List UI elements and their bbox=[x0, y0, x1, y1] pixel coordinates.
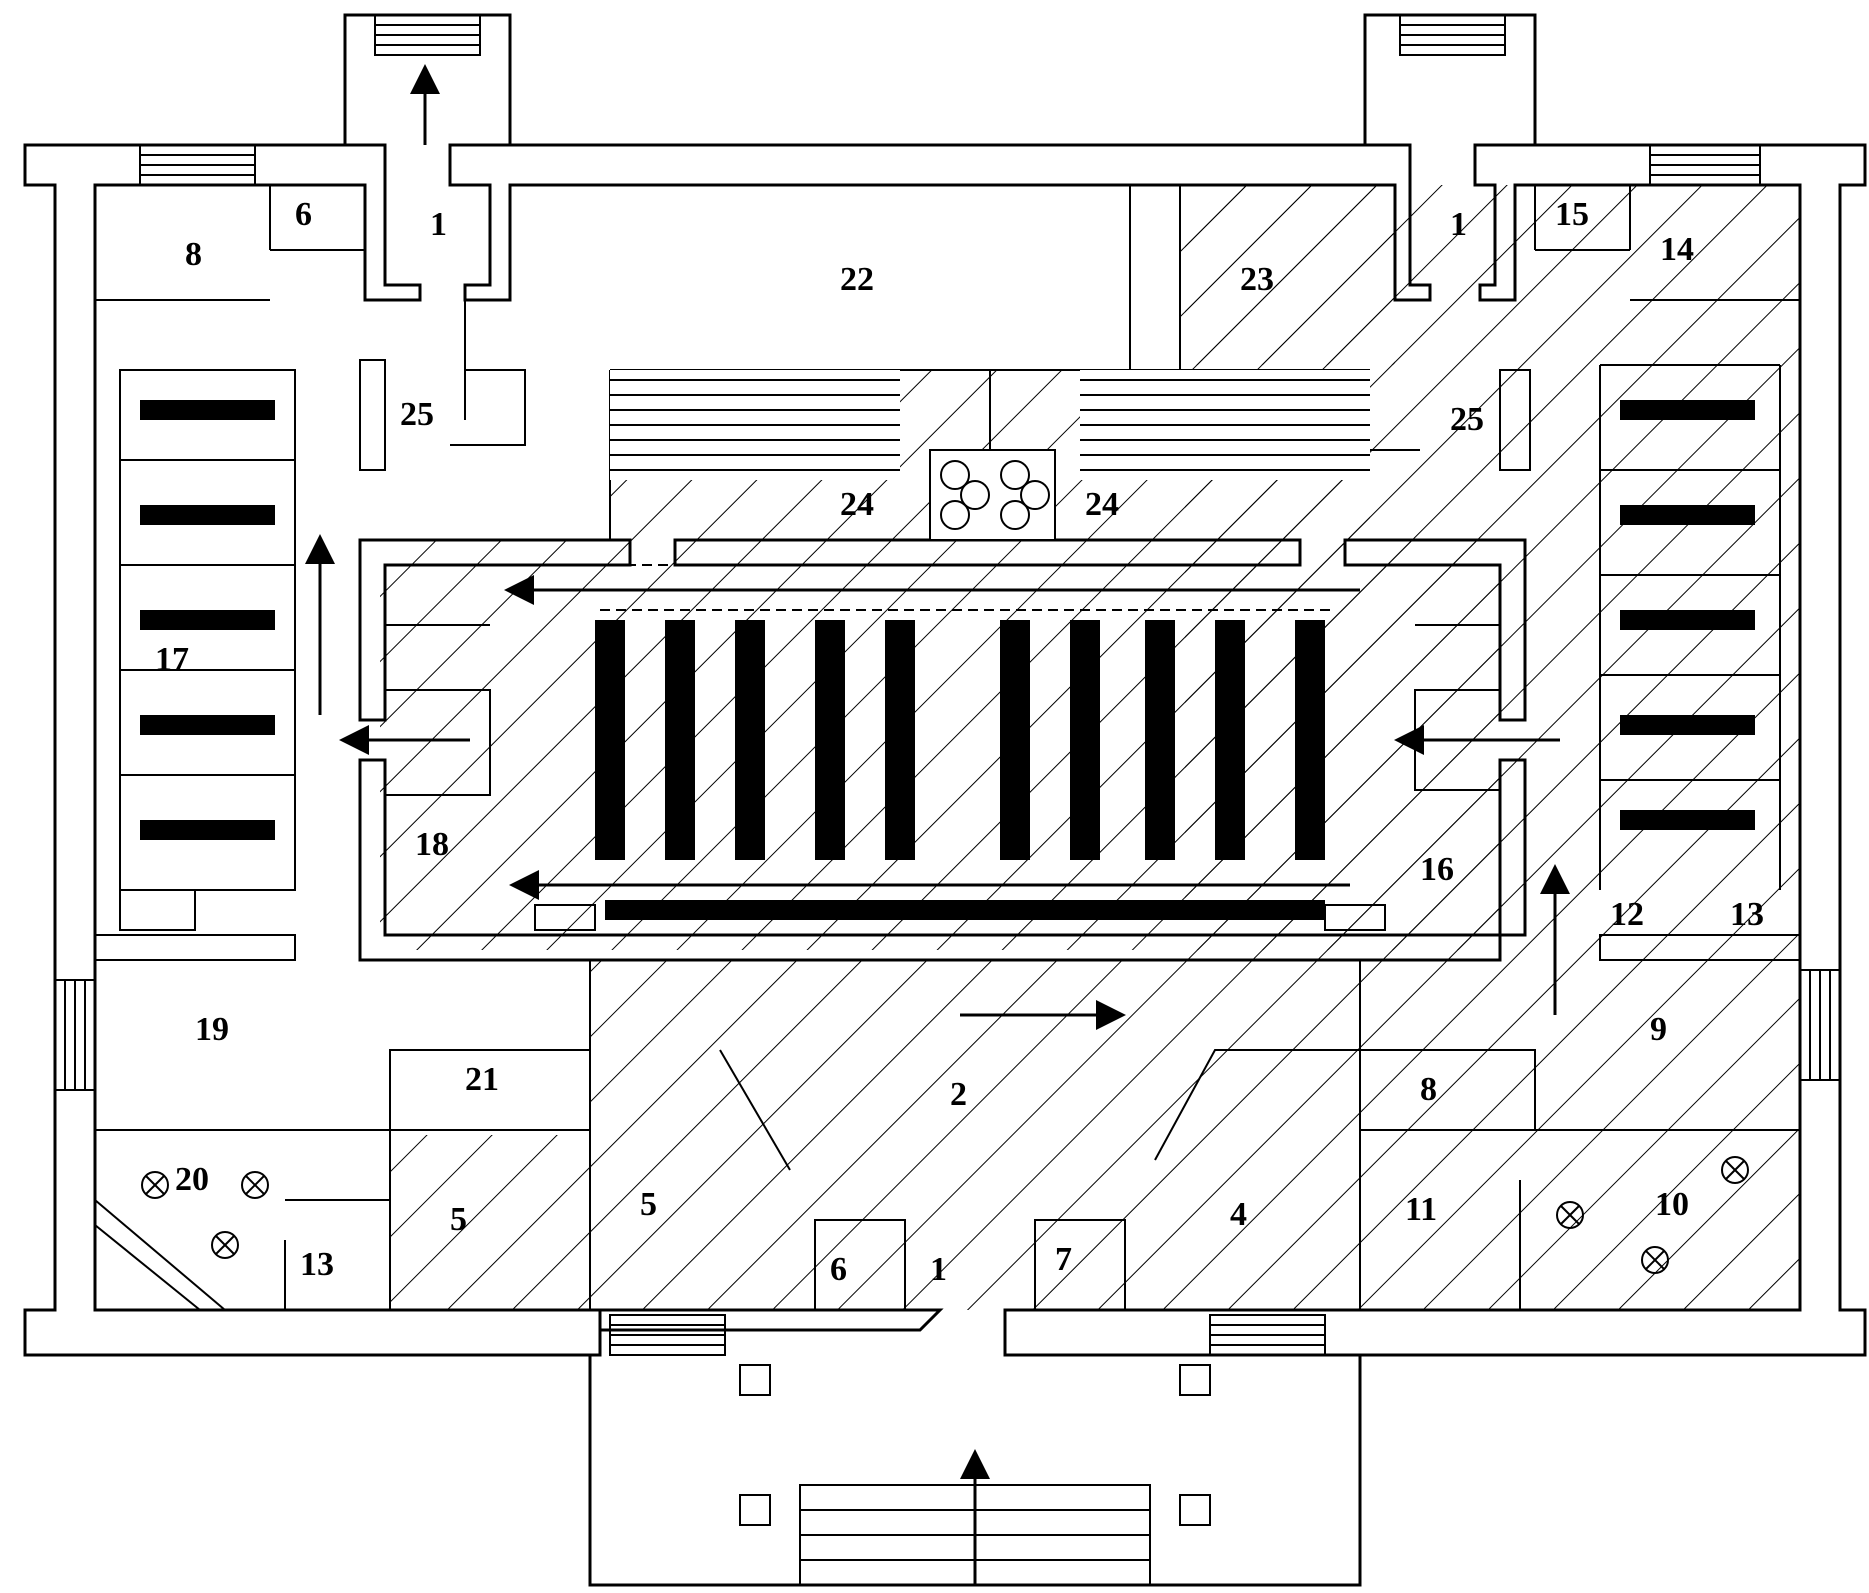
label-room6-top: 6 bbox=[295, 196, 312, 233]
label-room23: 23 bbox=[1240, 261, 1274, 298]
label-room18: 18 bbox=[415, 826, 449, 863]
label-room4: 4 bbox=[1230, 1196, 1247, 1233]
room-labels: 1 1 1 2 4 5 5 6 6 7 8 8 9 10 11 12 13 13… bbox=[155, 196, 1764, 1288]
label-room8-top: 8 bbox=[185, 236, 202, 273]
label-room15: 15 bbox=[1555, 196, 1589, 233]
label-room25b: 25 bbox=[1450, 401, 1484, 438]
label-exit-top-right: 1 bbox=[1450, 206, 1467, 243]
label-entry-bottom: 1 bbox=[930, 1251, 947, 1288]
flow-arrows bbox=[305, 64, 1570, 1585]
label-room12: 12 bbox=[1610, 896, 1644, 933]
label-room24a: 24 bbox=[840, 486, 874, 523]
label-room25a: 25 bbox=[400, 396, 434, 433]
label-room13-right: 13 bbox=[1730, 896, 1764, 933]
label-room21: 21 bbox=[465, 1061, 499, 1098]
label-room8-bottom: 8 bbox=[1420, 1071, 1437, 1108]
label-room5b: 5 bbox=[640, 1186, 657, 1223]
label-exit-top-left: 1 bbox=[430, 206, 447, 243]
label-room11: 11 bbox=[1405, 1191, 1437, 1228]
label-room6-bottom: 6 bbox=[830, 1251, 847, 1288]
shelves bbox=[140, 370, 1755, 931]
label-room7: 7 bbox=[1055, 1241, 1072, 1278]
label-hall: 2 bbox=[950, 1076, 967, 1113]
label-room9: 9 bbox=[1650, 1011, 1667, 1048]
interior-walls bbox=[94, 185, 1801, 1311]
label-room16: 16 bbox=[1420, 851, 1454, 888]
x-markers bbox=[141, 1156, 1749, 1274]
label-room22: 22 bbox=[840, 261, 874, 298]
label-room13-left: 13 bbox=[300, 1246, 334, 1283]
label-room17: 17 bbox=[155, 641, 189, 678]
label-room24b: 24 bbox=[1085, 486, 1119, 523]
label-room5a: 5 bbox=[450, 1201, 467, 1238]
label-room20: 20 bbox=[175, 1161, 209, 1198]
label-room10: 10 bbox=[1655, 1186, 1689, 1223]
label-room14: 14 bbox=[1660, 231, 1694, 268]
label-room19: 19 bbox=[195, 1011, 229, 1048]
